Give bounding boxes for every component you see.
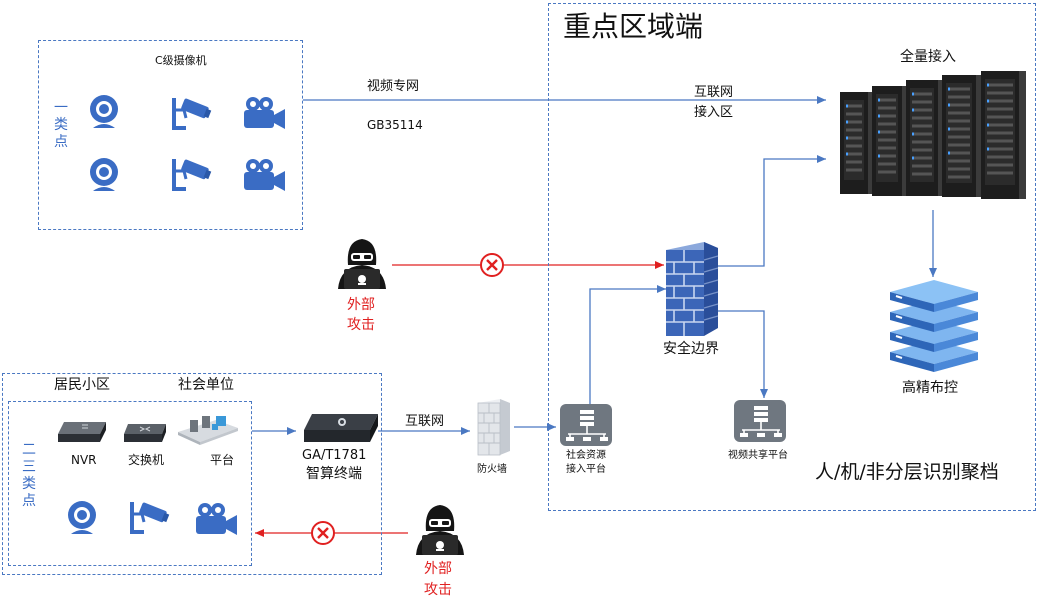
webcam-icon [68, 501, 96, 534]
surveillance-camera-icon [172, 159, 212, 191]
video-camera-icon [196, 503, 237, 535]
class1-side-label: 一 类 点 [54, 100, 68, 150]
social-resource-platform-icon [560, 404, 612, 446]
internet-access-area-label-1: 互联网 [694, 85, 734, 100]
nvr-icon [58, 422, 106, 442]
social-resource-platform-label-2: 接入平台 [566, 464, 606, 475]
external-attack-bottom-label-1: 外部 [424, 561, 452, 577]
class23-device-group [8, 401, 252, 566]
full-access-label: 全量接入 [900, 49, 956, 65]
class23-outer-group [2, 373, 382, 575]
social-unit-label: 社会单位 [178, 377, 234, 393]
key-area-zone [548, 3, 1036, 511]
zone-title: 重点区域端 [563, 10, 704, 43]
switch-label: 交换机 [128, 453, 165, 467]
residential-label: 居民小区 [54, 377, 110, 393]
surveillance-camera-icon [130, 502, 170, 534]
database-server-icon [890, 280, 978, 372]
hacker-icon [416, 505, 464, 555]
security-boundary-icon [666, 242, 719, 336]
platform-icon [178, 416, 238, 445]
line-security-to-servers [718, 155, 826, 267]
social-resource-platform-label-1: 社会资源 [566, 450, 606, 461]
switch-icon [124, 424, 166, 442]
external-attack-top-label-1: 外部 [347, 297, 375, 313]
video-camera-icon [244, 159, 285, 191]
class1-camera-group [38, 40, 303, 230]
zone-bottom-caption: 人/机/非分层识别聚档 [815, 461, 999, 483]
surveillance-camera-icon [172, 98, 212, 130]
nvr-label: NVR [71, 453, 97, 467]
line-security-to-videoshare [718, 310, 768, 398]
platform-label: 平台 [210, 453, 235, 467]
gb35114-label: GB35114 [367, 118, 423, 132]
precision-control-label: 高精布控 [902, 380, 958, 396]
line-platform-to-security [589, 285, 666, 404]
internet-access-area-label-2: 接入区 [694, 105, 734, 120]
video-camera-icon [244, 97, 285, 129]
blocked-icon [480, 253, 504, 277]
security-boundary-label: 安全边界 [663, 341, 719, 357]
class23-side-label: 二 三 类 点 [22, 442, 36, 509]
video-sharing-platform-icon [734, 400, 786, 442]
hacker-icon [338, 239, 386, 289]
server-rack-icon [840, 71, 1026, 199]
webcam-icon [90, 158, 118, 191]
firewall-label: 防火墙 [477, 464, 507, 475]
internet-label-bottom: 互联网 [405, 414, 445, 429]
class1-camera-title: C级摄像机 [155, 54, 207, 67]
edge-terminal-icon [304, 414, 378, 442]
webcam-icon [90, 95, 118, 128]
firewall-icon [477, 399, 510, 456]
blocked-icon [311, 521, 335, 545]
external-attack-top-label-2: 攻击 [347, 317, 375, 333]
video-private-network-label: 视频专网 [367, 79, 420, 94]
edge-terminal-label-2: 智算终端 [306, 466, 362, 482]
edge-terminal-label-1: GA/T1781 [302, 448, 367, 463]
video-sharing-platform-label: 视频共享平台 [728, 450, 788, 461]
external-attack-bottom-label-2: 攻击 [424, 582, 452, 598]
